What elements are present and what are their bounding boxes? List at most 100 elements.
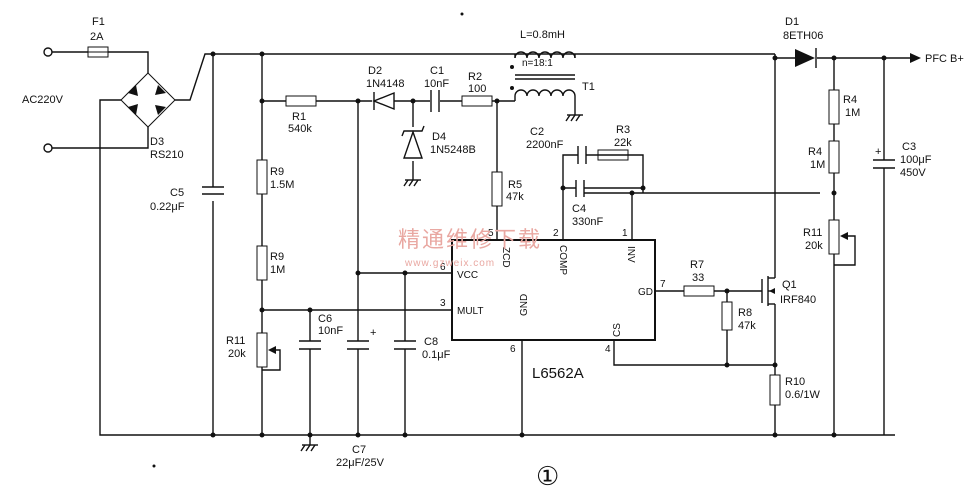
resistor-r4-upper	[828, 89, 840, 125]
ref-r5: R5	[508, 179, 522, 191]
value-c6: 10nF	[318, 325, 343, 337]
value-r10: 0.6/1W	[785, 389, 820, 401]
value-r11-left: 20k	[228, 348, 246, 360]
ic-pin-label-inv: INV	[625, 246, 636, 263]
ref-r4-upper: R4	[843, 94, 857, 106]
capacitor-c8	[394, 340, 416, 350]
resistor-r2	[461, 95, 493, 107]
ref-c4: C4	[572, 203, 586, 215]
value-r4-lower: 1M	[810, 159, 825, 171]
ref-r9-lower: R9	[270, 251, 284, 263]
ic-pin-label-gd: GD	[638, 287, 653, 298]
ref-c3: C3	[902, 141, 916, 153]
ref-d1: D1	[785, 16, 799, 28]
label-transformer: T1	[582, 81, 595, 93]
capacitor-c1	[430, 90, 440, 112]
value-d3: RS210	[150, 149, 184, 161]
ref-r10: R10	[785, 376, 805, 388]
value-r11-right: 20k	[805, 240, 823, 252]
junction-dots	[210, 51, 887, 438]
ref-r4-lower: R4	[808, 146, 822, 158]
rating-c3: 450V	[900, 167, 926, 179]
ref-r1: R1	[292, 111, 306, 123]
value-c4: 330nF	[572, 216, 603, 228]
value-r7: 33	[692, 272, 704, 284]
output-arrow	[910, 53, 921, 63]
resistor-r9-1m	[256, 245, 268, 281]
stray-mark-top	[460, 12, 464, 16]
resistor-r1	[285, 95, 317, 107]
label-output: PFC B+	[925, 53, 964, 65]
ic-l6562a-body	[451, 239, 656, 341]
label-ac-input: AC220V	[22, 94, 64, 106]
ref-c7: C7	[352, 444, 366, 456]
ic-pin-label-comp: COMP	[557, 245, 568, 275]
ref-d3: D3	[150, 136, 164, 148]
ground-symbol-main	[300, 435, 318, 452]
resistor-r3	[597, 149, 629, 161]
diode-d2	[372, 91, 395, 111]
potentiometer-r11-left	[256, 332, 276, 368]
resistor-r8	[721, 301, 733, 331]
capacitor-c5	[202, 186, 224, 195]
fuse-f1	[87, 46, 109, 58]
transformer-t1	[510, 51, 576, 115]
value-r9-lower: 1M	[270, 264, 285, 276]
ref-r11-left: R11	[226, 335, 245, 347]
ic-pin-label-mult: MULT	[457, 306, 483, 317]
ref-c6: C6	[318, 313, 332, 325]
ic-name: L6562A	[532, 365, 584, 382]
ref-r9-upper: R9	[270, 166, 284, 178]
ic-pin-label-cs: CS	[612, 323, 623, 337]
figure-number: ①	[536, 462, 559, 492]
wires	[48, 51, 910, 436]
capacitor-c4	[575, 180, 585, 197]
label-inductor: L=0.8mH	[520, 29, 565, 41]
svg-text:+: +	[875, 146, 881, 158]
ic-pin-label-zcd: ZCD	[500, 247, 511, 268]
ref-q1: Q1	[782, 279, 797, 291]
value-c8: 0.1μF	[422, 349, 451, 361]
value-d4: 1N5248B	[430, 144, 476, 156]
ground-symbol-t1	[565, 114, 583, 122]
value-r4-upper: 1M	[845, 107, 860, 119]
ref-r11-right: R11	[803, 227, 822, 239]
ic-pin-label-vcc: VCC	[457, 270, 478, 281]
potentiometer-r11-right	[828, 219, 848, 255]
resistor-r10	[769, 374, 781, 406]
capacitor-c6	[299, 340, 321, 350]
ref-d2: D2	[368, 65, 382, 77]
value-c5: 0.22μF	[150, 201, 185, 213]
ic-pin-number-4: 4	[605, 344, 611, 355]
watermark-text: 精通维修下载	[398, 228, 542, 253]
bridge-rectifier-d3	[120, 72, 176, 128]
ic-pin-number-1: 1	[622, 228, 628, 239]
svg-text:+: +	[370, 327, 376, 339]
ref-c8: C8	[424, 336, 438, 348]
label-turns-ratio: n=18:1	[522, 58, 553, 69]
value-d1: 8ETH06	[783, 30, 823, 42]
value-r2: 100	[468, 83, 486, 95]
resistor-r9-1m5	[256, 159, 268, 195]
value-c3: 100μF	[900, 154, 932, 166]
ac-terminal-bottom	[43, 143, 53, 153]
value-r1: 540k	[288, 123, 312, 135]
capacitor-c2	[577, 146, 587, 164]
ref-r8: R8	[738, 307, 752, 319]
ref-c1: C1	[430, 65, 444, 77]
capacitor-c7: +	[347, 327, 376, 350]
resistor-r5	[491, 171, 503, 207]
ic-pin-number-3: 3	[440, 298, 446, 309]
ref-f1: F1	[92, 16, 105, 28]
resistor-r4-lower	[828, 140, 840, 174]
value-c2: 2200nF	[526, 139, 564, 151]
ic-pin-number-7: 7	[660, 279, 666, 290]
mosfet-q1	[761, 276, 775, 306]
ground-symbol-d4	[403, 179, 421, 187]
diode-d1	[795, 48, 817, 68]
ic-pin-number-6-vcc: 6	[440, 262, 446, 273]
stray-mark-bottom	[152, 464, 156, 468]
value-c7: 22μF/25V	[336, 457, 385, 469]
ref-c5: C5	[170, 187, 184, 199]
